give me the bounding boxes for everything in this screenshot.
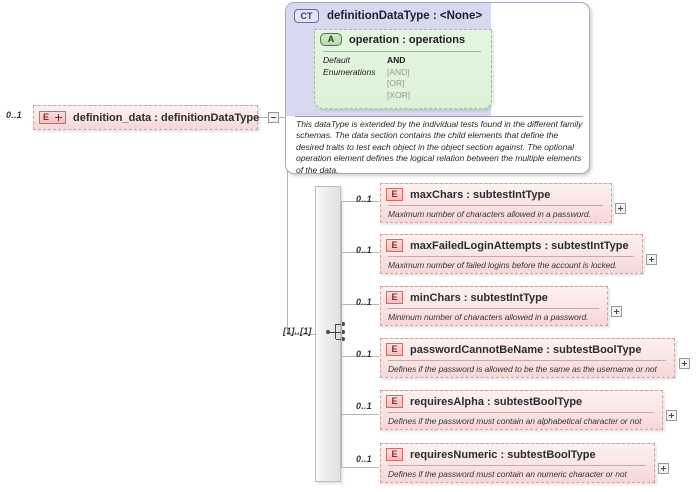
branch-1 bbox=[341, 201, 379, 202]
attribute-header: A operation : operations bbox=[315, 30, 491, 49]
element-header: E maxFailedLoginAttempts : subtestIntTyp… bbox=[381, 235, 642, 256]
complextype-doc-divider bbox=[295, 116, 583, 117]
element-label: requiresNumeric : subtestBoolType bbox=[410, 448, 596, 461]
connector-root-stub bbox=[258, 117, 268, 118]
complextype-title: CT definitionDataType : <None> bbox=[294, 9, 482, 23]
expand-toggle-maxchars[interactable] bbox=[615, 203, 626, 214]
element-icon: E bbox=[386, 343, 403, 356]
expand-toggle-maxfailedloginattempts[interactable] bbox=[646, 254, 657, 265]
branch-3 bbox=[341, 304, 379, 305]
facet-value-default: AND bbox=[387, 55, 406, 65]
element-header: E requiresAlpha : subtestBoolType bbox=[381, 391, 662, 412]
child-cardinality-2: 0..1 bbox=[356, 245, 372, 255]
attribute-divider bbox=[323, 51, 481, 52]
element-icon: E bbox=[386, 188, 403, 201]
element-definition-data[interactable]: E definition_data : definitionDataType bbox=[33, 105, 260, 130]
branch-6 bbox=[341, 467, 379, 468]
complextype-documentation: This dataType is extended by the individ… bbox=[296, 119, 583, 174]
element-documentation: Defines if the password is allowed to be… bbox=[388, 364, 657, 374]
sequence-cardinality: [1]..[1] bbox=[283, 326, 312, 336]
attribute-facets: Default Enumerations AND [AND] [OR] [XOR… bbox=[315, 52, 491, 100]
collapse-toggle-definition-data[interactable] bbox=[268, 112, 279, 123]
branch-5 bbox=[341, 414, 379, 415]
element-passwordcannotbename[interactable]: E passwordCannotBeName : subtestBoolType… bbox=[380, 338, 675, 378]
element-documentation: Maximum number of characters allowed in … bbox=[388, 209, 591, 219]
branch-4 bbox=[341, 356, 379, 357]
facet-enum-xor: [XOR] bbox=[387, 89, 411, 100]
element-header: E definition_data : definitionDataType bbox=[34, 106, 260, 129]
element-documentation: Defines if the password must contain an … bbox=[388, 469, 627, 479]
facet-label-enumerations: Enumerations bbox=[323, 66, 376, 77]
element-divider bbox=[388, 256, 634, 257]
child-cardinality-6: 0..1 bbox=[356, 454, 372, 464]
attribute-label: operation : operations bbox=[349, 33, 466, 46]
element-label: passwordCannotBeName : subtestBoolType bbox=[410, 343, 642, 356]
element-maxchars[interactable]: E maxChars : subtestIntType Maximum numb… bbox=[380, 183, 612, 223]
element-divider bbox=[388, 308, 599, 309]
facet-label-default: Default bbox=[323, 55, 350, 65]
connector-root-vertical bbox=[287, 64, 288, 334]
element-divider bbox=[388, 205, 603, 206]
sequence-icon bbox=[326, 322, 348, 342]
element-divider bbox=[388, 360, 666, 361]
expand-toggle-requiresalpha[interactable] bbox=[666, 410, 677, 421]
element-header: E maxChars : subtestIntType bbox=[381, 184, 611, 205]
child-cardinality-4: 0..1 bbox=[356, 349, 372, 359]
element-header: E passwordCannotBeName : subtestBoolType bbox=[381, 339, 674, 360]
element-divider bbox=[388, 412, 654, 413]
expand-toggle-passwordcannotbename[interactable] bbox=[679, 358, 690, 369]
facet-enum-or: [OR] bbox=[387, 78, 405, 88]
element-maxfailedloginattempts[interactable]: E maxFailedLoginAttempts : subtestIntTyp… bbox=[380, 234, 643, 274]
element-documentation: Minimum number of characters allowed in … bbox=[388, 312, 589, 322]
element-icon: E bbox=[386, 395, 403, 408]
element-plus-icon: E bbox=[39, 111, 66, 124]
root-cardinality: 0..1 bbox=[6, 110, 22, 120]
element-requiresnumeric[interactable]: E requiresNumeric : subtestBoolType Defi… bbox=[380, 443, 655, 483]
connector-to-sequence bbox=[287, 334, 315, 335]
element-header: E minChars : subtestIntType bbox=[381, 287, 607, 308]
branch-spine bbox=[341, 201, 342, 467]
child-cardinality-5: 0..1 bbox=[356, 401, 372, 411]
facet-enum-and: [AND] bbox=[387, 66, 410, 77]
element-icon: E bbox=[386, 291, 403, 304]
element-label: maxFailedLoginAttempts : subtestIntType bbox=[410, 239, 629, 252]
complextype-definitiondatatype[interactable]: CT definitionDataType : <None> A operati… bbox=[285, 2, 590, 174]
element-label: minChars : subtestIntType bbox=[410, 291, 548, 304]
element-label: requiresAlpha : subtestBoolType bbox=[410, 395, 583, 408]
facet-values: AND [AND] [OR] [XOR] bbox=[387, 55, 410, 101]
complextype-icon: CT bbox=[294, 9, 319, 23]
element-label: definition_data : definitionDataType bbox=[73, 111, 260, 124]
element-header: E requiresNumeric : subtestBoolType bbox=[381, 444, 654, 465]
attribute-icon: A bbox=[320, 33, 342, 46]
complextype-label: definitionDataType : <None> bbox=[327, 10, 483, 22]
element-requiresalpha[interactable]: E requiresAlpha : subtestBoolType Define… bbox=[380, 390, 663, 430]
element-minchars[interactable]: E minChars : subtestIntType Minimum numb… bbox=[380, 286, 608, 326]
element-label: maxChars : subtestIntType bbox=[410, 188, 551, 201]
expand-toggle-minchars[interactable] bbox=[611, 306, 622, 317]
child-cardinality-1: 0..1 bbox=[356, 194, 372, 204]
element-documentation: Maximum number of failed logins before t… bbox=[388, 260, 618, 270]
sequence-compositor[interactable] bbox=[315, 186, 341, 482]
connector-toggle-right bbox=[279, 117, 287, 118]
element-icon: E bbox=[386, 239, 403, 252]
element-divider bbox=[388, 465, 646, 466]
expand-toggle-requiresnumeric[interactable] bbox=[658, 463, 669, 474]
child-cardinality-3: 0..1 bbox=[356, 297, 372, 307]
attribute-operation[interactable]: A operation : operations Default Enumera… bbox=[314, 29, 492, 109]
branch-2 bbox=[341, 252, 379, 253]
element-documentation: Defines if the password must contain an … bbox=[388, 416, 642, 426]
element-icon: E bbox=[386, 448, 403, 461]
